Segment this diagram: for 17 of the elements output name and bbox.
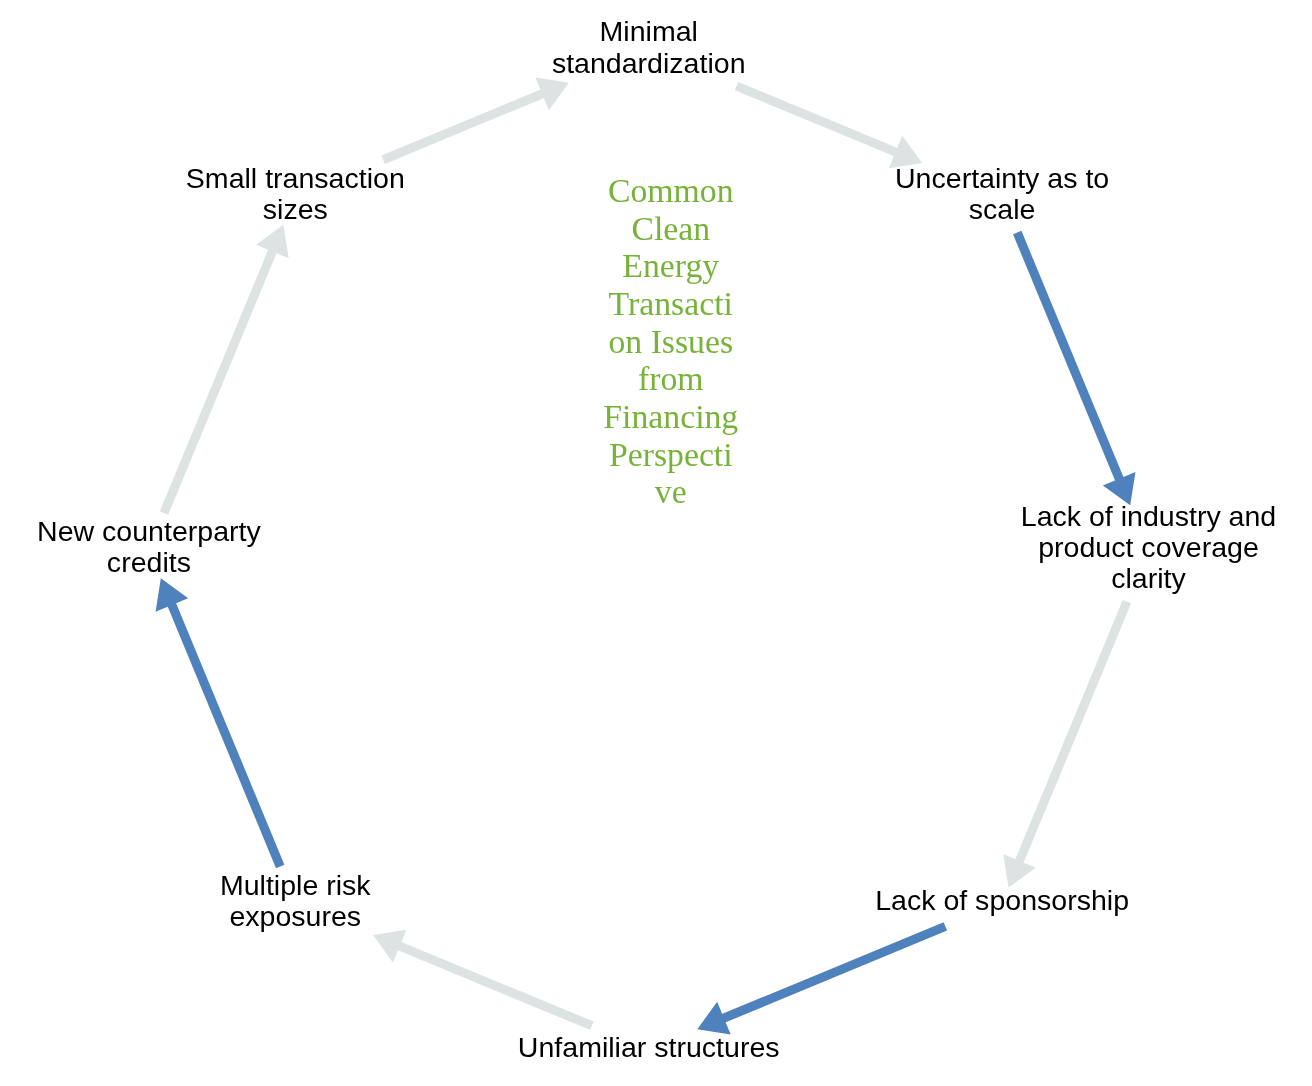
- arrow: [1012, 230, 1135, 506]
- node-text: Multiple risk exposures: [219, 868, 371, 932]
- node-text: Uncertainty as to scale: [894, 161, 1109, 225]
- arrow: [155, 578, 284, 869]
- node-text: New counterparty credits: [36, 515, 261, 579]
- arrow: [734, 81, 922, 169]
- node-text: Small transaction sizes: [185, 161, 405, 225]
- node-text: Lack of sponsorship: [874, 884, 1129, 917]
- arrow: [380, 77, 569, 164]
- node-text: Lack of industry and product coverage clarity: [1020, 499, 1276, 594]
- label: Common Clean Energy Transacti on Issues from Financing Perspecti ve: [602, 172, 738, 511]
- node-text: Unfamiliar structures: [517, 1030, 780, 1063]
- arrow: [1002, 599, 1131, 888]
- arrow: [372, 929, 594, 1030]
- arrow: [159, 224, 289, 515]
- node-text: Minimal standardization: [551, 15, 746, 79]
- arrow: [696, 922, 947, 1035]
